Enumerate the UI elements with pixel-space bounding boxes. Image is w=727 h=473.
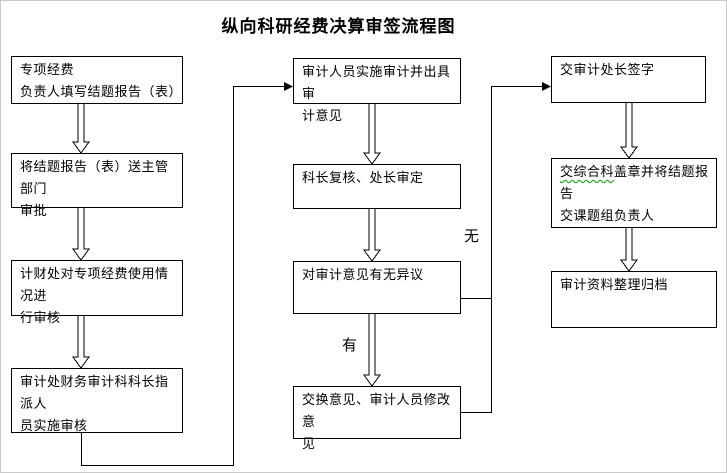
connector-m4-to-r1 [461,86,543,413]
page-title: 纵向科研经费决算审签流程图 [221,17,456,37]
hollow-down-arrow-l3-l4 [72,316,90,369]
node-auditors-issue-opinion: 审计人员实施审计并出具审 计意见 [293,58,461,124]
hollow-down-arrow-l2-l3 [72,208,90,261]
hollow-down-arrow-l1-l2 [72,104,90,154]
hollow-down-arrow-m2-m3 [363,209,381,262]
branch-label-yes: 有 [342,336,358,354]
hollow-down-arrow-m1-m2 [363,104,381,165]
hollow-down-arrow-r1-r2 [620,103,638,159]
node-exchange-and-revise-opinion: 交换意见、审计人员修改意 见 [293,386,461,452]
solid-arrowhead-into-m1 [284,82,293,91]
solid-arrowhead-into-r1 [542,82,551,91]
node-finance-office-review: 计财处对专项经费使用情况进 行审核 [11,260,183,326]
node-stamp-label-rest: 盖章并将结题报告 交课题组负责人 [560,165,709,224]
node-stamp-label-spellchecked: 交综合科 [560,165,615,180]
node-audit-section-assigns-staff: 审计处财务审计科科长指派人 员实施审核 [11,368,183,434]
hollow-down-arrow-r2-r3 [620,228,638,272]
node-archive-audit-materials: 审计资料整理归档 [551,271,717,328]
connector-l4-to-m1 [81,86,285,466]
node-stamp-and-return-report: 交综合科盖章并将结题报告 交课题组负责人 [551,158,717,228]
node-chief-recheck-director-approve: 科长复核、处长审定 [293,164,461,209]
branch-label-no: 无 [464,227,480,245]
node-audit-director-sign: 交审计处长签字 [551,56,706,103]
node-objection-decision: 对审计意见有无异议 [293,261,461,314]
node-send-to-authority: 将结题报告（表）送主管部门 审批 [11,153,183,219]
node-fill-closing-report: 专项经费 负责人填写结题报告（表） [11,56,183,104]
hollow-down-arrow-m3-m4 [363,314,381,387]
